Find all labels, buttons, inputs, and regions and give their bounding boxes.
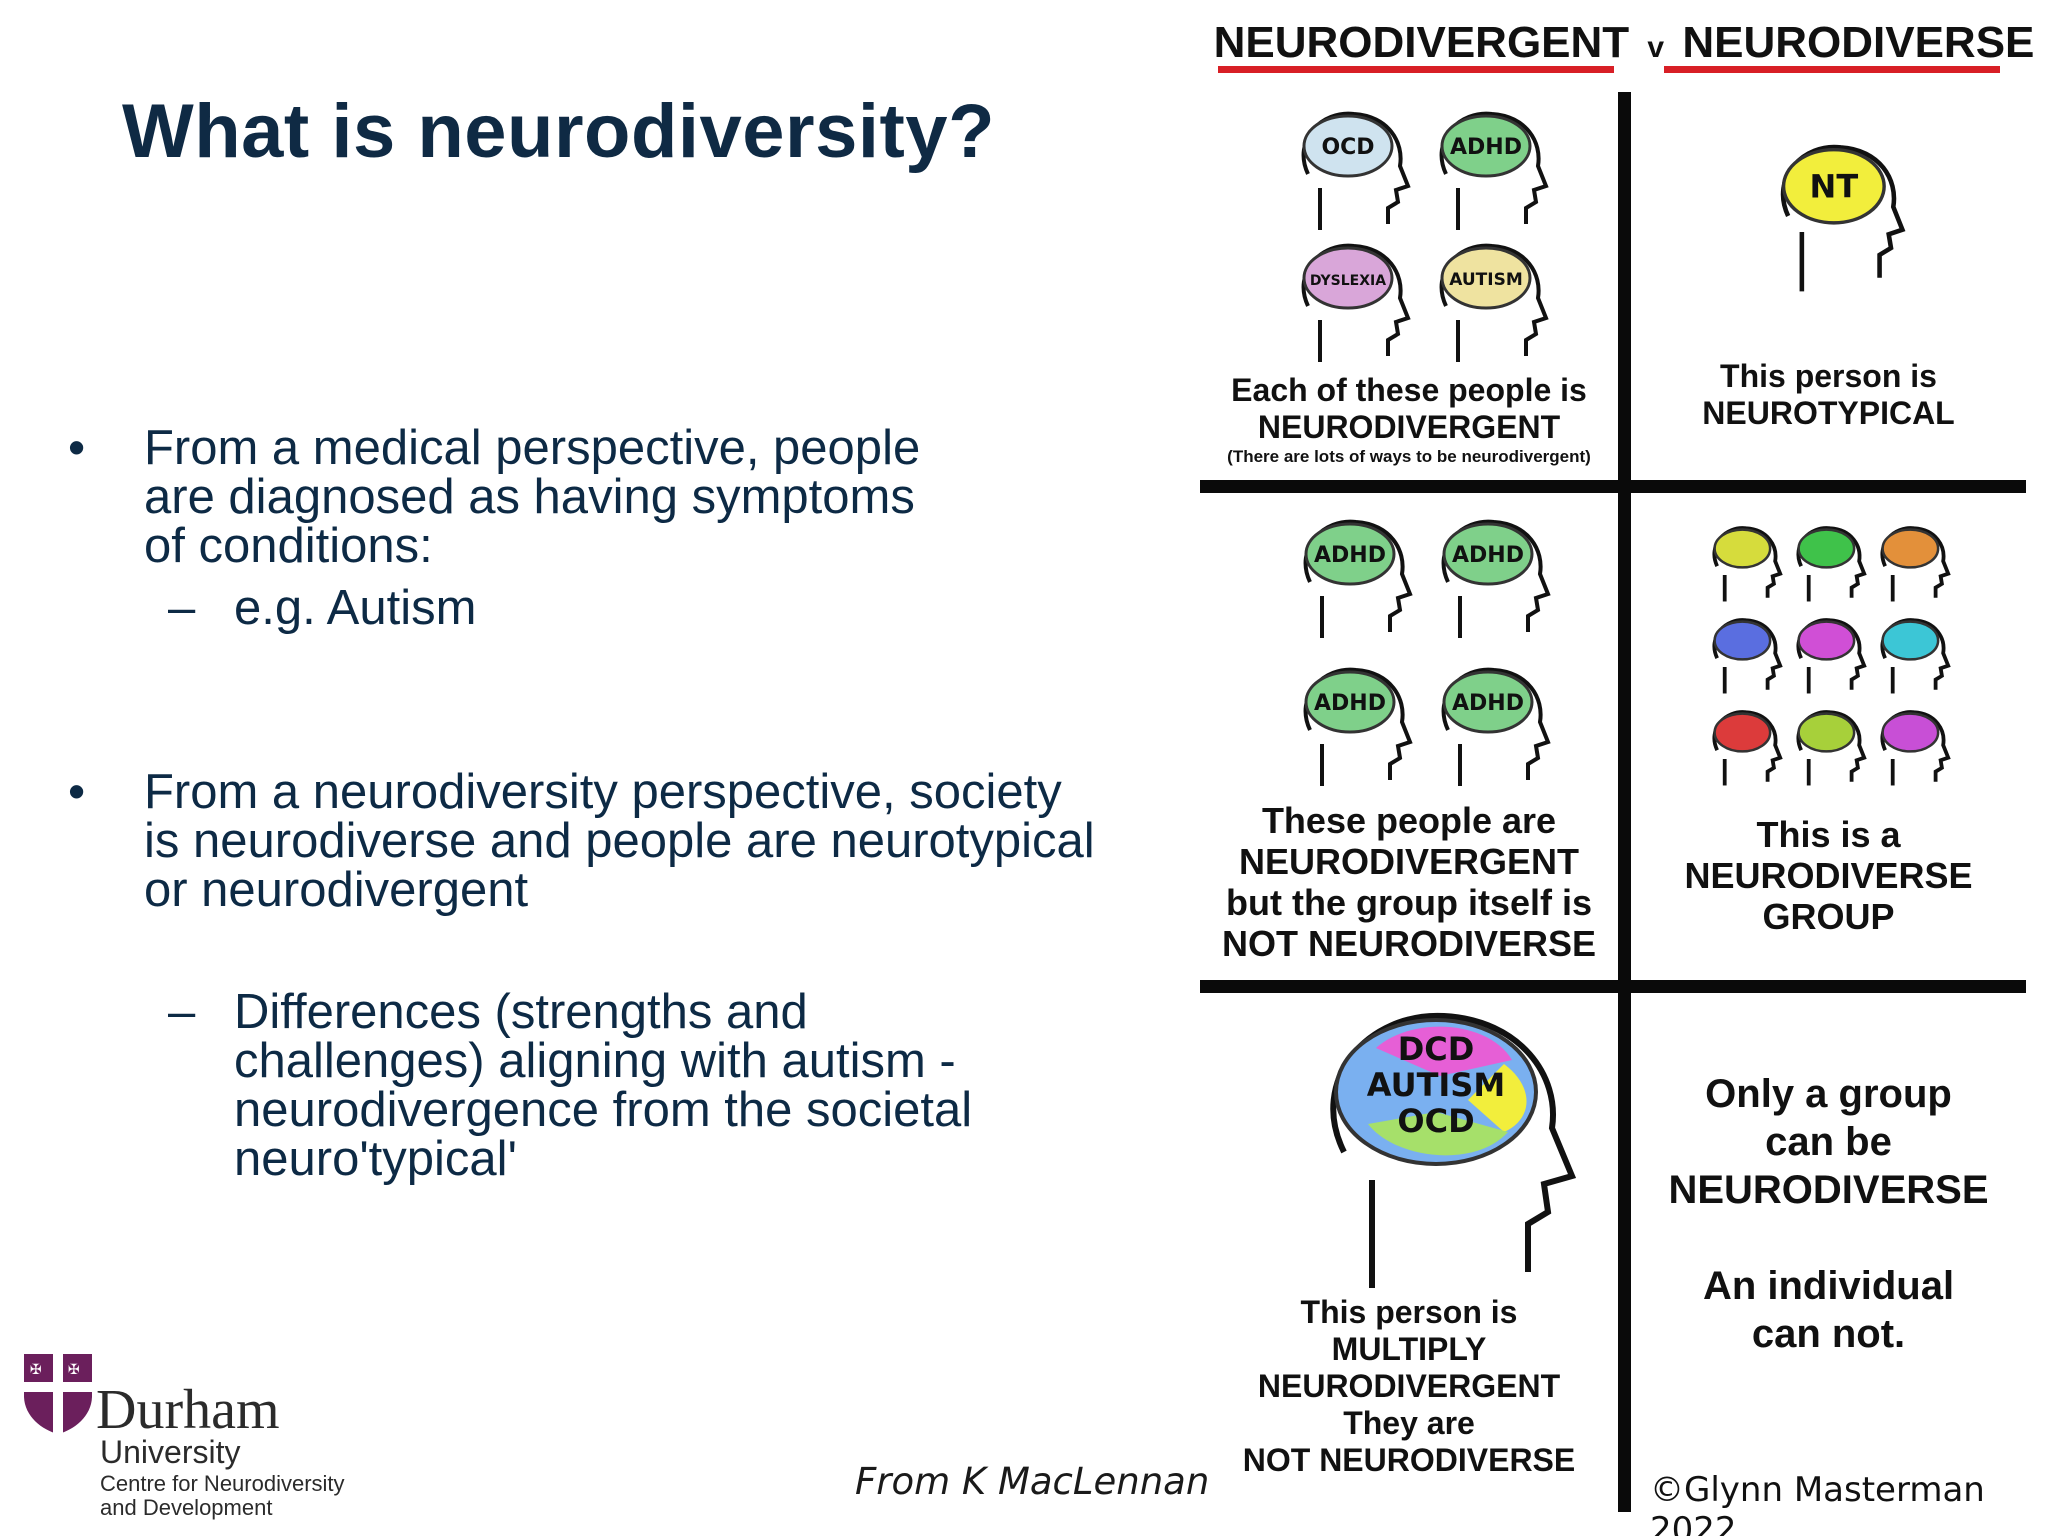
bullet-marker: •: [68, 421, 86, 475]
title-underline-right: [1664, 66, 2000, 73]
bullet-line: From a neurodiversity perspective, socie…: [144, 765, 1062, 819]
brain-head-ocd-icon: OCD: [1284, 104, 1414, 234]
bullet-line: are diagnosed as having symptoms: [144, 470, 915, 524]
brain-head-dyslexia-icon: DYSLEXIA: [1284, 236, 1414, 366]
bullet-text: From a neurodiversity perspective, socie…: [144, 768, 1224, 915]
durham-university-logo: ✠ ✠ Durham University Centre for Neurodi…: [22, 1352, 382, 1522]
bullet-line: or neurodivergent: [144, 863, 529, 917]
sub-line: neurodivergence from the societal: [234, 1083, 973, 1137]
logo-centre: Centre for Neurodiversity and Developmen…: [100, 1472, 420, 1520]
caption-line: NOT NEURODIVERSE: [1221, 923, 1597, 964]
brain-head-adhd-icon: ADHD: [1424, 512, 1554, 642]
caption-neurodiverse-group: This is a NEURODIVERSE GROUP: [1631, 814, 2026, 937]
infographic-title: NEURODIVERGENT v NEURODIVERSE: [1200, 18, 2048, 68]
infographic: NEURODIVERGENT v NEURODIVERSE OCD ADHD D…: [1200, 0, 2048, 1536]
brain-label-adhd: ADHD: [1452, 543, 1524, 568]
caption-line: MULTIPLY: [1331, 1331, 1487, 1367]
caption-line: NEUROTYPICAL: [1702, 395, 1955, 431]
caption-line: can not.: [1751, 1312, 1906, 1356]
caption-each-neurodivergent: Each of these people is NEURODIVERGENT (…: [1200, 372, 1618, 468]
bullet-line: is neurodiverse and people are neurotypi…: [144, 814, 1095, 868]
brain-head-adhd-icon: ADHD: [1286, 512, 1416, 642]
sub-line: Differences (strengths and: [234, 985, 808, 1039]
bullet-marker: •: [68, 765, 86, 819]
sub-marker: –: [168, 581, 196, 635]
caption-line: An individual: [1702, 1264, 1955, 1308]
bullet-text: From a medical perspective, people are d…: [144, 424, 1224, 571]
svg-text:✠: ✠: [30, 1362, 42, 1378]
title-right: NEURODIVERSE: [1682, 18, 2035, 67]
logo-name: Durham: [96, 1379, 280, 1441]
caption-line: GROUP: [1762, 896, 1895, 937]
brain-head-icon: [1870, 706, 1952, 788]
caption-line: NEURODIVERGENT: [1257, 1368, 1561, 1404]
caption-line: This person is: [1720, 358, 1937, 394]
caption-spacer: [1631, 1214, 2026, 1262]
sub-marker: –: [168, 985, 196, 1039]
caption-multiply-neurodivergent: This person is MULTIPLY NEURODIVERGENT T…: [1200, 1294, 1618, 1479]
caption-line: They are: [1343, 1405, 1475, 1441]
brain-label-adhd: ADHD: [1314, 543, 1386, 568]
brain-head-autism-icon: AUTISM: [1422, 236, 1552, 366]
grid-divider-horizontal-2: [1200, 980, 2026, 993]
brain-label-ocd: OCD: [1321, 135, 1374, 160]
title-left: NEURODIVERGENT: [1213, 18, 1630, 67]
sub-line: neuro'typical': [234, 1132, 517, 1186]
logo-centre-line: and Development: [100, 1495, 273, 1520]
caption-line: This is a: [1756, 814, 1901, 855]
brain-label-ocd: OCD: [1397, 1102, 1474, 1140]
brain-head-nt-icon: NT: [1760, 136, 1910, 296]
grid-divider-vertical: [1618, 92, 1631, 1512]
logo-centre-line: Centre for Neurodiversity: [100, 1471, 345, 1496]
caption-line: Each of these people is: [1231, 372, 1587, 408]
title-v: v: [1647, 31, 1665, 64]
caption-neurotypical: This person is NEUROTYPICAL: [1631, 358, 2026, 432]
caption-line: NEURODIVERSE: [1684, 855, 1973, 896]
caption-line: NOT NEURODIVERSE: [1242, 1442, 1576, 1478]
caption-line: but the group itself is: [1226, 882, 1592, 923]
copyright: ©Glynn Masterman 2022: [1650, 1470, 1985, 1536]
caption-line: Only a group: [1705, 1072, 1952, 1116]
svg-text:✠: ✠: [68, 1362, 80, 1378]
brain-label-adhd: ADHD: [1452, 691, 1524, 716]
sub-line: challenges) aligning with autism -: [234, 1034, 956, 1088]
brain-head-icon: [1786, 706, 1868, 788]
brain-head-icon: [1870, 614, 1952, 696]
brain-head-icon: [1786, 614, 1868, 696]
caption-line: NEURODIVERSE: [1668, 1168, 1989, 1212]
brain-label-adhd: ADHD: [1450, 135, 1522, 160]
brain-head-icon: [1702, 614, 1784, 696]
caption-line: NEURODIVERGENT: [1257, 409, 1561, 445]
brain-label-dyslexia: DYSLEXIA: [1310, 273, 1386, 289]
bullet-line: From a medical perspective, people: [144, 421, 921, 475]
caption-line: NEURODIVERGENT: [1238, 841, 1580, 882]
brain-label-nt: NT: [1810, 168, 1859, 206]
brain-label-autism: AUTISM: [1367, 1066, 1505, 1104]
caption-note: (There are lots of ways to be neurodiver…: [1227, 447, 1591, 466]
logo-university: University: [100, 1434, 241, 1470]
brain-label-dcd: DCD: [1398, 1030, 1475, 1068]
brain-label-adhd: ADHD: [1314, 691, 1386, 716]
caption-not-neurodiverse-group: These people are NEURODIVERGENT but the …: [1200, 800, 1618, 964]
brain-head-icon: [1702, 522, 1784, 604]
slide-title: What is neurodiversity?: [122, 89, 995, 174]
title-underline-left: [1218, 66, 1614, 73]
brain-head-adhd-icon: ADHD: [1422, 104, 1552, 234]
caption-only-a-group: Only a group can be NEURODIVERSE An indi…: [1631, 1070, 2026, 1358]
brain-head-icon: [1870, 522, 1952, 604]
brain-head-adhd-icon: ADHD: [1286, 660, 1416, 790]
grid-divider-horizontal-1: [1200, 480, 2026, 493]
caption-line: This person is: [1300, 1294, 1518, 1330]
source-credit: From K MacLennan: [855, 1460, 1210, 1503]
brain-head-multiply-icon: DCD AUTISM OCD: [1296, 1004, 1596, 1294]
shield-icon: ✠ ✠: [24, 1354, 92, 1434]
brain-head-icon: [1786, 522, 1868, 604]
sub-line: e.g. Autism: [234, 581, 477, 635]
caption-line: These people are: [1261, 800, 1557, 841]
brain-head-icon: [1702, 706, 1784, 788]
bullet-line: of conditions:: [144, 519, 433, 573]
brain-head-adhd-icon: ADHD: [1424, 660, 1554, 790]
caption-line: can be: [1765, 1120, 1892, 1164]
brain-label-autism: AUTISM: [1449, 270, 1523, 290]
